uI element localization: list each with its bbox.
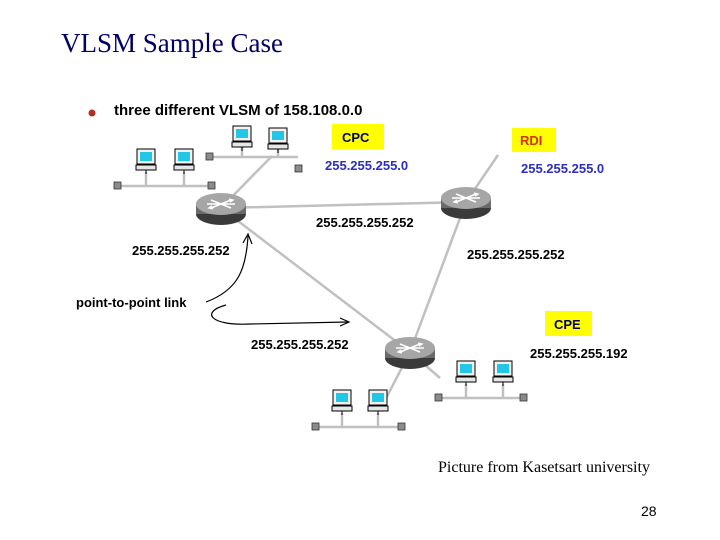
router-icon (384, 336, 436, 370)
page-number: 28 (641, 503, 657, 519)
terminators (113, 152, 528, 431)
computer-icon (331, 389, 353, 416)
callout-arrow (211, 304, 349, 325)
rdi-mask: 255.255.255.0 (521, 161, 604, 176)
router-icon (440, 186, 492, 220)
computer-icon (367, 389, 389, 416)
cpc-label: CPC (342, 130, 370, 145)
rdi-label-box (512, 128, 556, 152)
image-credit: Picture from Kasetsart university (438, 459, 650, 476)
slide-title: VLSM Sample Case (61, 28, 283, 58)
router-icon (195, 192, 247, 226)
computer-icon (173, 148, 195, 175)
cpc-mask: 255.255.255.0 (325, 158, 408, 173)
point-to-point-label: point-to-point link (76, 295, 187, 310)
link-mask-cpc-cpe-top: 255.255.255.252 (132, 243, 230, 258)
computer-icon (135, 148, 157, 175)
arrowhead-icon (242, 232, 253, 245)
bullet-text: three different VLSM of 158.108.0.0 (114, 102, 362, 119)
computer-icon (231, 125, 253, 152)
link-mask-rdi-cpe: 255.255.255.252 (467, 247, 565, 262)
computer-icon (455, 360, 477, 387)
link-mask-cpc-cpe-bottom: 255.255.255.252 (251, 337, 349, 352)
cpe-label: CPE (554, 317, 581, 332)
cpe-mask: 255.255.255.192 (530, 346, 628, 361)
cpe-label-box (545, 311, 592, 336)
bullet-icon (88, 109, 96, 117)
callout-arrow (205, 235, 249, 303)
computer-icon (267, 127, 289, 154)
cpc-label-box (332, 124, 384, 149)
rdi-label: RDI (520, 133, 542, 148)
link-mask-cpc-rdi: 255.255.255.252 (316, 215, 414, 230)
computer-icon (492, 360, 514, 387)
arrowhead-icon (339, 317, 351, 327)
